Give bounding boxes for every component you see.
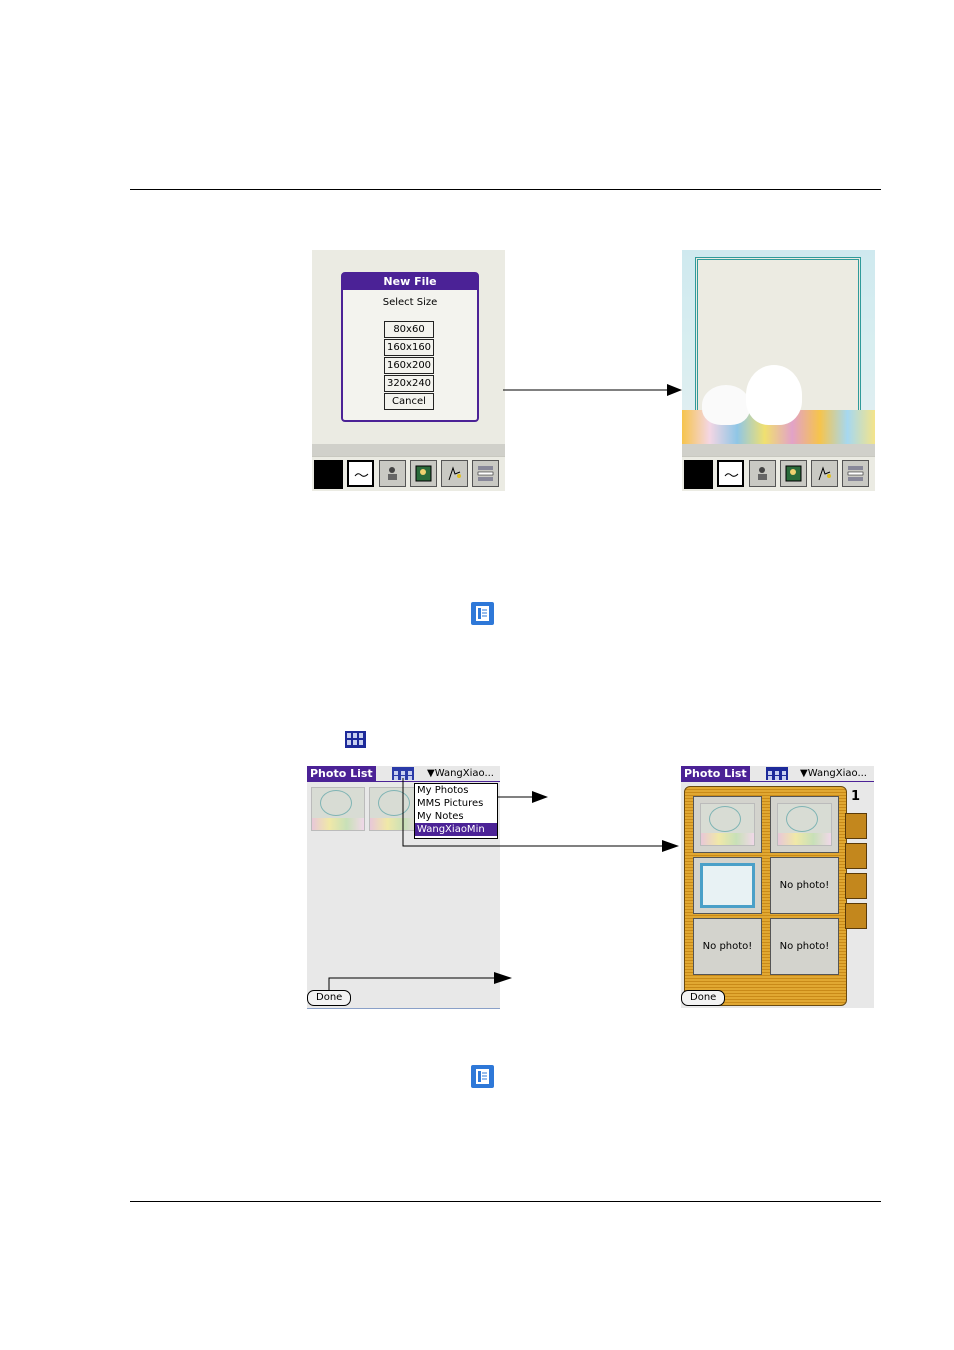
empty-photo-slot[interactable]: No photo! <box>770 857 839 914</box>
kitten-image <box>746 365 802 425</box>
color-swatch[interactable] <box>314 460 343 489</box>
page-title: Photo List <box>681 766 750 782</box>
thumbnail-view-icon <box>345 731 366 748</box>
done-button[interactable]: Done <box>681 990 725 1006</box>
album-page-tab[interactable] <box>845 873 867 899</box>
line-tool-icon[interactable] <box>347 460 374 487</box>
picture-tool-icon[interactable] <box>780 460 807 487</box>
page-number: 1 <box>851 789 860 804</box>
menu-tool-icon[interactable] <box>842 460 869 487</box>
pen-tool-icon[interactable] <box>811 460 838 487</box>
new-file-screenshot: New File Select Size 80x60 160x160 160x2… <box>312 250 505 491</box>
stamp-tool-icon[interactable] <box>379 460 406 487</box>
cancel-button[interactable]: Cancel <box>384 393 434 410</box>
album-photo-slot[interactable] <box>693 857 762 914</box>
details-icon <box>471 602 494 625</box>
page-title: Photo List <box>307 766 376 782</box>
pen-tool-icon[interactable] <box>441 460 468 487</box>
empty-photo-slot[interactable]: No photo! <box>693 918 762 975</box>
line-tool-icon[interactable] <box>717 460 744 487</box>
menu-tool-icon[interactable] <box>472 460 499 487</box>
album-page-tab[interactable] <box>845 843 867 869</box>
album-photo-slot[interactable] <box>693 796 762 853</box>
album-page-tab[interactable] <box>845 813 867 839</box>
kitten-image <box>702 385 750 425</box>
photo-thumbnail[interactable] <box>311 787 365 831</box>
drawing-toolbar <box>312 456 505 491</box>
done-button[interactable]: Done <box>307 990 351 1006</box>
photo-album: No photo! No photo! No photo! 1 <box>684 786 847 1006</box>
new-file-dialog: New File Select Size 80x60 160x160 160x2… <box>341 272 479 422</box>
category-selector[interactable]: ▼WangXiao... <box>800 767 867 781</box>
stamp-tool-icon[interactable] <box>749 460 776 487</box>
size-option-80x60[interactable]: 80x60 <box>384 321 434 338</box>
size-option-320x240[interactable]: 320x240 <box>384 375 434 392</box>
size-option-160x200[interactable]: 160x200 <box>384 357 434 374</box>
details-icon <box>471 1065 494 1088</box>
header-rule <box>130 189 881 190</box>
arrow-to-canvas <box>503 382 683 398</box>
arrow-from-done <box>328 970 514 992</box>
photo-album-screenshot: Photo List ▼WangXiao... No photo! No pho… <box>681 766 874 1008</box>
thumbnail-view-icon[interactable] <box>766 767 788 780</box>
dialog-title: New File <box>343 274 477 290</box>
dialog-subtitle: Select Size <box>343 297 477 308</box>
drawing-toolbar <box>682 456 875 491</box>
arrow-to-album-view <box>402 778 680 856</box>
empty-photo-slot[interactable]: No photo! <box>770 918 839 975</box>
picture-tool-icon[interactable] <box>410 460 437 487</box>
album-photo-slot[interactable] <box>770 796 839 853</box>
size-option-160x160[interactable]: 160x160 <box>384 339 434 356</box>
color-swatch[interactable] <box>684 460 713 489</box>
footer-rule <box>130 1201 881 1202</box>
album-page-tab[interactable] <box>845 903 867 929</box>
kitten-canvas-screenshot <box>682 250 875 491</box>
